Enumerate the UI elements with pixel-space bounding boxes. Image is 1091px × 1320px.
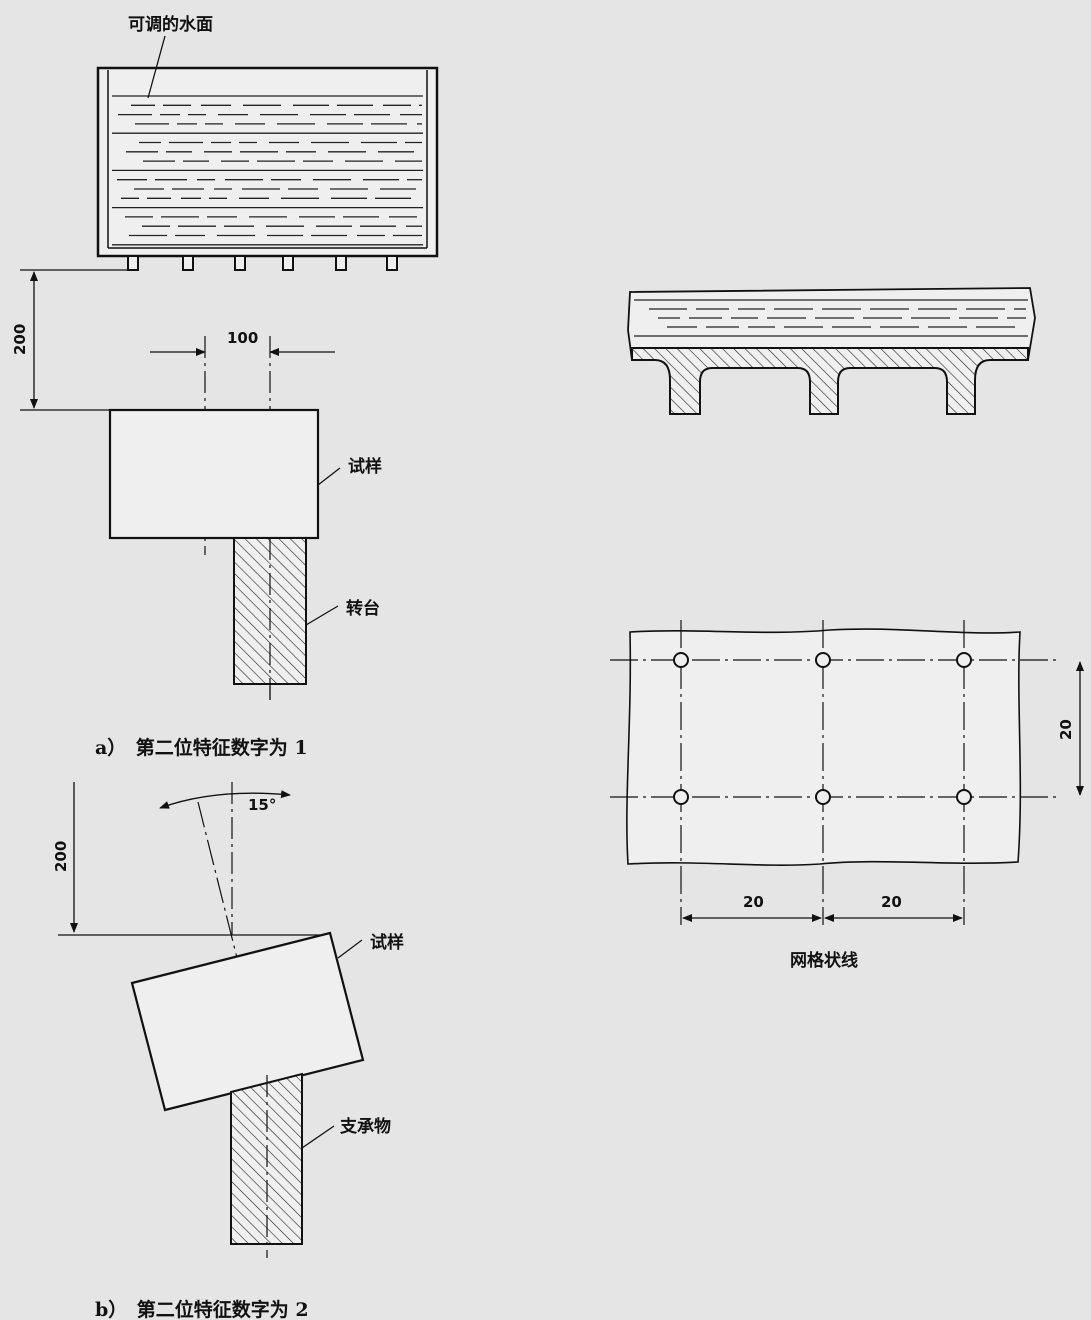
angle-text: 15° [248, 796, 276, 814]
dim-horizontal-right-text: 20 [881, 893, 902, 911]
caption-b: b） 第二位特征数字为 2 [95, 1298, 309, 1320]
dim-100-text: 100 [227, 329, 258, 347]
dim-200-b-text: 200 [52, 841, 70, 872]
dim-200-a-text: 200 [11, 324, 29, 355]
hatched-bottom-plate [631, 347, 1029, 415]
sample-box-a [108, 408, 320, 540]
grid-caption: 网格状线 [790, 950, 858, 971]
dim-horizontal-left-text: 20 [743, 893, 764, 911]
caption-a: a） 第二位特征数字为 1 [95, 736, 308, 759]
view-a: 可调的水面 200 100 试样 转台 a） 第二位特征数字为 1 [11, 14, 439, 759]
sample-box-b [130, 931, 365, 1112]
grid-plate: 20 20 20 网格状线 [610, 620, 1084, 971]
tank-section [627, 287, 1036, 415]
water-surface-label: 可调的水面 [128, 14, 213, 35]
support-label: 支承物 [340, 1116, 391, 1137]
drip-nozzles [127, 255, 398, 271]
sample-label-b: 试样 [370, 932, 404, 953]
view-b: 200 15° 试样 支承物 b） 第二位特征数字为 2 [52, 782, 404, 1320]
angle-arc [159, 790, 291, 809]
section-water-lines [634, 299, 1028, 337]
water-lines [112, 95, 423, 246]
water-label-leader [147, 35, 166, 99]
turntable-label: 转台 [346, 598, 380, 619]
dim-vertical-20-text: 20 [1057, 719, 1075, 740]
sample-label-a: 试样 [348, 456, 382, 477]
water-tank [96, 66, 439, 271]
grid-holes [673, 652, 972, 805]
